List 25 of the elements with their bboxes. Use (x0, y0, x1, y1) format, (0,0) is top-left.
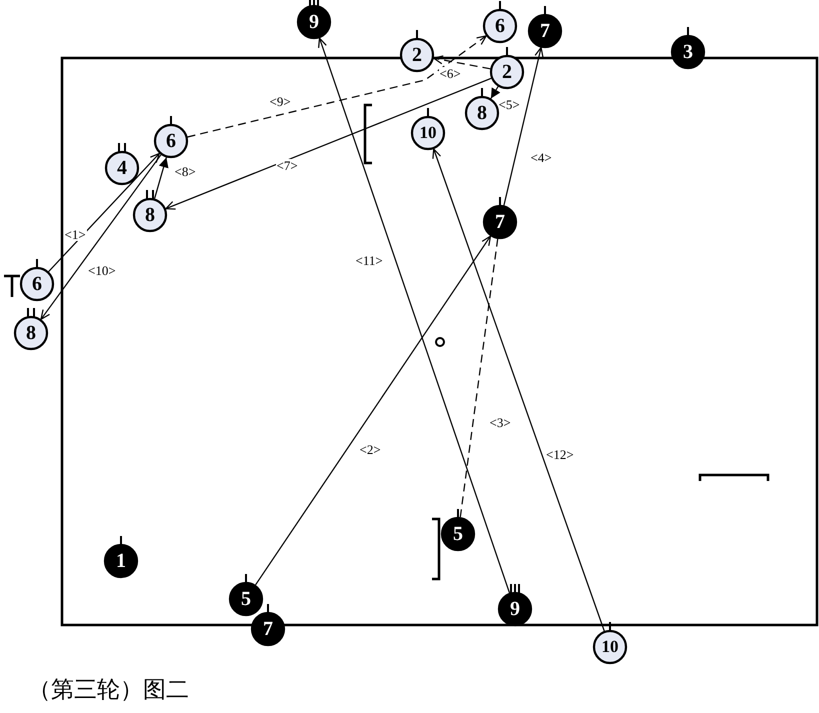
edge-label: <2> (358, 442, 382, 456)
arrow (503, 46, 544, 206)
edge-label: <7> (276, 158, 299, 172)
arrow (318, 38, 510, 594)
arrow (48, 152, 160, 272)
arrow (40, 154, 162, 320)
edge-label: <5> (498, 98, 521, 110)
edge-label: <6> (438, 66, 462, 80)
arrow (255, 236, 492, 586)
arrow (433, 55, 490, 70)
edge-label: <3> (488, 416, 512, 428)
edge-label: <8> (174, 164, 197, 178)
arrow (432, 148, 605, 632)
caption: （第三轮）图二 (28, 676, 189, 705)
arrow (165, 78, 492, 210)
edge-label: <10> (87, 264, 117, 276)
edge-label: <11> (354, 254, 384, 266)
arrow (154, 157, 168, 199)
edge-label: <9> (268, 94, 292, 108)
edge-label: <4> (530, 150, 553, 164)
edge-label: <12> (545, 448, 575, 460)
connector-line (460, 238, 498, 518)
arrow (187, 35, 487, 138)
edge-label: <1> (64, 228, 87, 240)
arrow (490, 86, 500, 99)
